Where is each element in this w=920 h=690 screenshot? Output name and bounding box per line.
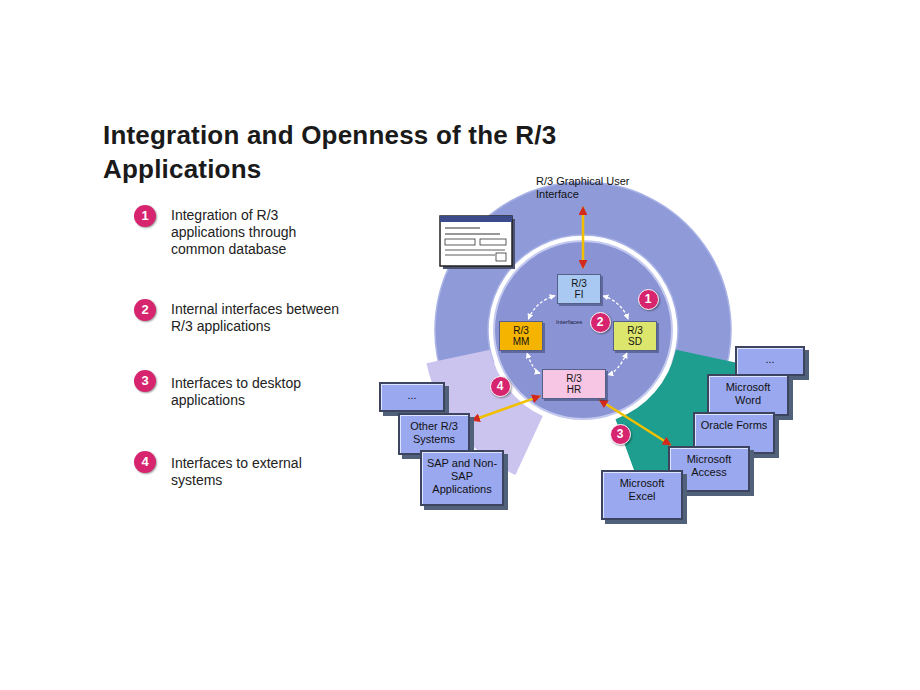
module-box: R/3 SD bbox=[613, 321, 657, 351]
module-box: R/3 FI bbox=[557, 274, 601, 304]
box-text: Other R/3 Systems bbox=[404, 420, 464, 446]
gui-arrow bbox=[582, 207, 585, 268]
box-text: R/3 HR bbox=[566, 373, 582, 395]
connector bbox=[608, 353, 627, 375]
application-box: ... bbox=[379, 382, 445, 412]
application-box: SAP and Non-SAP Applications bbox=[420, 450, 504, 506]
callout-number: 3 bbox=[610, 424, 631, 445]
application-box: Microsoft Excel bbox=[601, 470, 683, 520]
legend-text: Internal interfaces between R/3 applicat… bbox=[171, 301, 341, 335]
callout-number: 2 bbox=[134, 299, 156, 321]
callout-number: 4 bbox=[134, 451, 156, 473]
callout-number: 1 bbox=[638, 289, 659, 310]
gui-window-icon bbox=[440, 216, 515, 269]
box-text: ... bbox=[385, 389, 439, 402]
box-text: Microsoft Access bbox=[674, 453, 744, 479]
box-text: SAP and Non-SAP Applications bbox=[426, 457, 498, 496]
module-box: R/3 MM bbox=[499, 321, 543, 351]
box-text: R/3 SD bbox=[627, 325, 643, 347]
application-box: Microsoft Word bbox=[707, 374, 789, 416]
callout-number: 2 bbox=[590, 312, 611, 333]
application-box: ... bbox=[735, 346, 805, 376]
module-box: R/3 HR bbox=[542, 369, 606, 399]
connector bbox=[600, 400, 671, 445]
callout-number: 1 bbox=[134, 205, 156, 227]
box-text: ... bbox=[741, 353, 799, 366]
legend-text: Integration of R/3 applications through … bbox=[171, 207, 341, 258]
legend-text: Interfaces to desktop applications bbox=[171, 375, 341, 409]
application-box: Other R/3 Systems bbox=[398, 413, 470, 455]
connector bbox=[528, 296, 555, 319]
interface-label: Interfaces bbox=[556, 319, 582, 326]
box-text: Microsoft Word bbox=[713, 381, 783, 407]
callout-number: 3 bbox=[134, 370, 156, 392]
gui-label: R/3 Graphical User Interface bbox=[536, 175, 632, 201]
box-text: Microsoft Excel bbox=[607, 477, 677, 503]
box-text: Oracle Forms bbox=[699, 419, 769, 432]
callout-number: 4 bbox=[490, 376, 511, 397]
legend-text: Interfaces to external systems bbox=[171, 455, 341, 489]
box-text: R/3 FI bbox=[571, 278, 587, 300]
box-text: R/3 MM bbox=[513, 325, 530, 347]
connector bbox=[472, 396, 540, 420]
connector bbox=[527, 353, 540, 373]
